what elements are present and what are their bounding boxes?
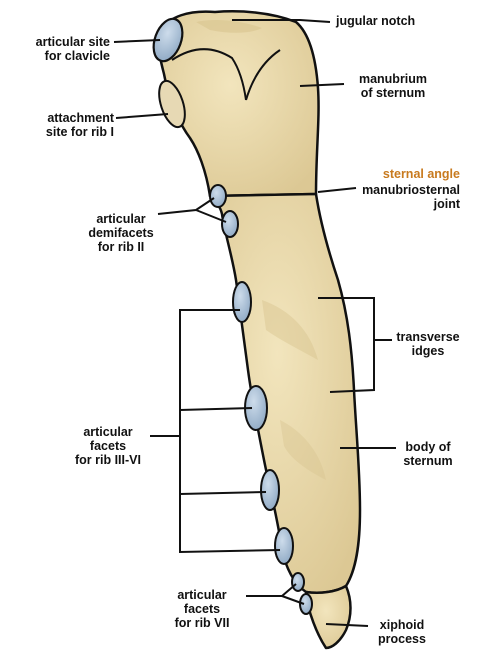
label-sternal-angle: sternal angle [346,167,460,181]
rib7-facet-upper [292,573,304,591]
leader-facets36-rib4 [180,408,252,410]
rib3-facet [233,282,251,322]
label-manubriosternal-joint: manubriosternal joint [346,183,460,211]
label-demifacets: articular demifacets for rib II [84,212,158,254]
label-manubrium: manubrium of sternum [338,72,448,100]
rib5-facet [261,470,279,510]
rib2-demifacet-lower [222,211,238,237]
leader-rib1 [116,114,168,118]
label-facets-rib7: articular facets for rib VII [160,588,244,630]
label-rib1: attachment site for rib I [14,111,114,139]
label-xiphoid-process: xiphoid process [364,618,440,646]
leader-facets36-rib5 [180,492,266,494]
label-transverse-ridges: transverse idges [390,330,466,358]
label-jugular-notch: jugular notch [336,14,415,28]
label-facets-rib3-6: articular facets for rib III-VI [60,425,156,467]
leader-demi-upper [158,198,214,214]
xiphoid-shape [306,586,351,648]
rib6-facet [275,528,293,564]
label-body-of-sternum: body of sternum [392,440,464,468]
leader-rib7-upper [246,584,296,596]
label-clavicle: articular site for clavicle [14,35,110,63]
rib2-demifacet-upper [210,185,226,207]
